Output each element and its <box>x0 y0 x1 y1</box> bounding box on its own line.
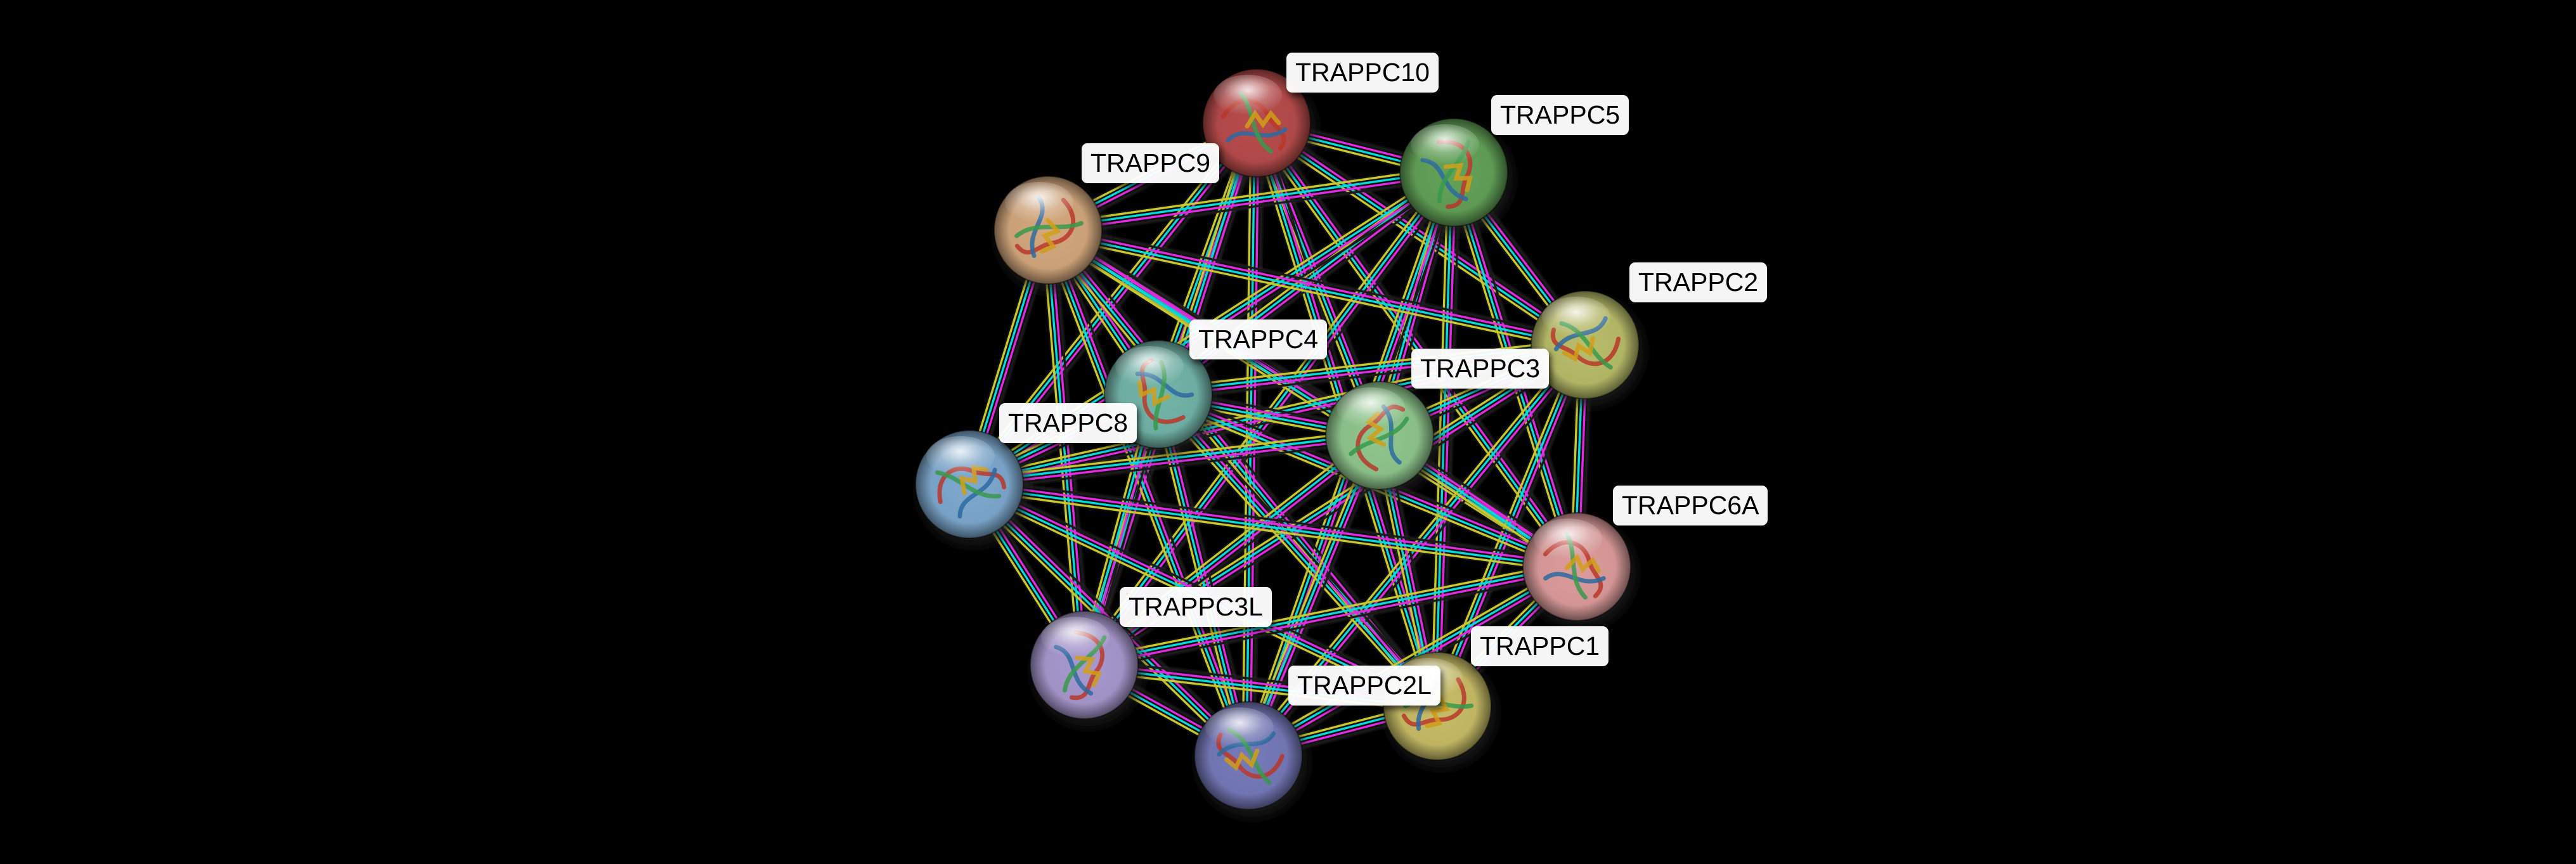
node-label-TRAPPC3L[interactable]: TRAPPC3L <box>1120 587 1272 627</box>
protein-node-TRAPPC3[interactable] <box>1325 381 1439 497</box>
node-label-TRAPPC2[interactable]: TRAPPC2 <box>1629 262 1768 302</box>
network-edge[interactable] <box>1046 164 1456 238</box>
protein-node-TRAPPC10[interactable] <box>1202 68 1316 184</box>
protein-node-TRAPPC2[interactable] <box>1531 290 1644 406</box>
protein-node-TRAPPC8[interactable] <box>915 430 1028 546</box>
network-edge[interactable] <box>1040 227 1257 759</box>
network-edge[interactable] <box>1045 222 1588 353</box>
node-label-TRAPPC5[interactable]: TRAPPC5 <box>1491 95 1629 135</box>
protein-node-TRAPPC3L[interactable] <box>1030 610 1143 726</box>
node-label-TRAPPC3[interactable]: TRAPPC3 <box>1411 349 1550 389</box>
network-edge[interactable] <box>1152 389 1444 712</box>
protein-node-TRAPPC2L[interactable] <box>1194 701 1307 817</box>
protein-node-TRAPPC9[interactable] <box>994 176 1107 292</box>
network-edge[interactable] <box>1252 116 1590 352</box>
node-label-TRAPPC4[interactable]: TRAPPC4 <box>1189 319 1328 359</box>
node-label-TRAPPC8[interactable]: TRAPPC8 <box>999 403 1137 443</box>
node-label-TRAPPC1[interactable]: TRAPPC1 <box>1471 626 1609 666</box>
node-label-TRAPPC6A[interactable]: TRAPPC6A <box>1613 486 1768 525</box>
network-edge[interactable] <box>1082 558 1579 673</box>
node-label-TRAPPC10[interactable]: TRAPPC10 <box>1286 53 1439 93</box>
protein-node-TRAPPC6A[interactable] <box>1522 512 1636 628</box>
node-label-TRAPPC9[interactable]: TRAPPC9 <box>1082 143 1220 183</box>
network-edge[interactable] <box>968 476 1579 575</box>
protein-node-TRAPPC5[interactable] <box>1399 118 1513 234</box>
node-label-TRAPPC2L[interactable]: TRAPPC2L <box>1288 666 1440 706</box>
